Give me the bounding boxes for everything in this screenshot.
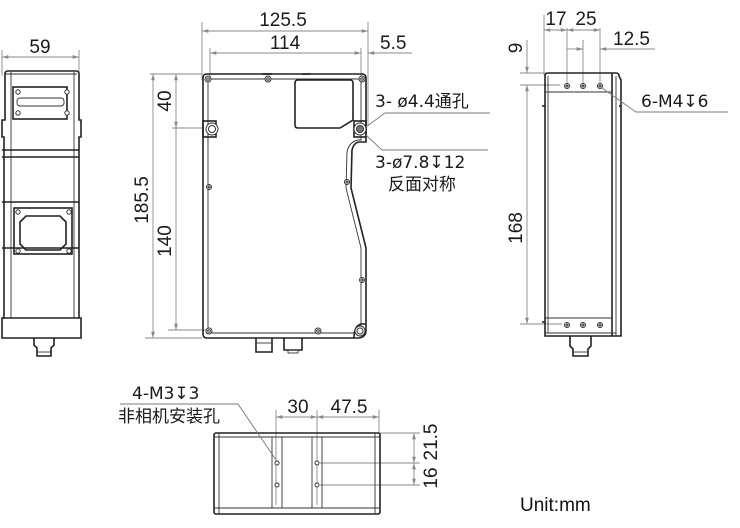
dim-59: 59: [29, 37, 50, 58]
bottom-view: 30 47.5 21.5 16 4-M3↧3 非相机安装孔: [118, 384, 442, 515]
dim-168: 168: [506, 212, 527, 244]
dim-17: 17: [545, 9, 566, 30]
unit-label: Unit:mm: [520, 495, 591, 516]
right-side-view: 17 25 12.5 9 168 6-M4↧6: [506, 9, 728, 357]
dim-5-5: 5.5: [380, 33, 406, 54]
dim-40: 40: [155, 90, 176, 111]
callout-m3-holes: 4-M3↧3: [132, 384, 200, 404]
sensor-window: [294, 79, 354, 129]
callout-threads: 6-M4↧6: [641, 92, 709, 112]
lens-window-plate: [13, 207, 73, 255]
callout-counterbore-note: 反面对称: [388, 175, 456, 195]
dim-47-5: 47.5: [331, 397, 368, 418]
dim-125-5: 125.5: [259, 10, 307, 31]
dim-12-5: 12.5: [613, 29, 650, 50]
connector-icon: [255, 338, 303, 354]
callout-through-holes: 3- ø4.4通孔: [375, 92, 469, 112]
connector-icon: [33, 338, 55, 357]
dim-9: 9: [506, 43, 527, 54]
connector-icon: [569, 336, 592, 357]
callout-counterbore: 3-ø7.8↧12: [375, 153, 465, 173]
dim-21-5: 21.5: [421, 424, 442, 461]
dim-16: 16: [421, 467, 442, 488]
dim-30: 30: [287, 397, 308, 418]
dim-140: 140: [155, 225, 176, 257]
dim-114: 114: [270, 33, 301, 54]
front-view: 125.5 114 5.5 40 185.5 140: [132, 10, 490, 354]
dim-25: 25: [575, 9, 596, 30]
dim-185-5: 185.5: [132, 176, 153, 224]
connector-plate-top: [12, 86, 70, 120]
callout-m3-holes-note: 非相机安装孔: [118, 407, 220, 427]
left-side-view: 59: [1, 37, 82, 357]
